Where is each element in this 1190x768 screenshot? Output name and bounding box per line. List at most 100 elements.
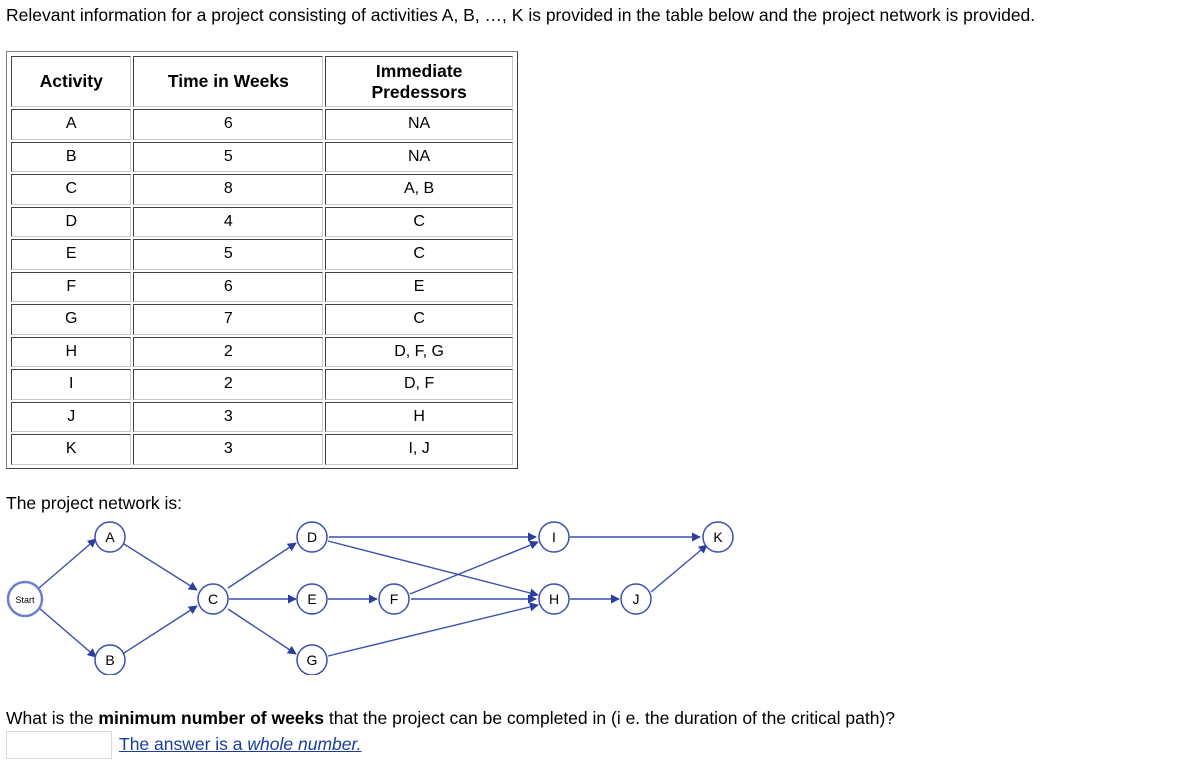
header-predecessors: Immediate Predessors xyxy=(325,56,513,107)
node-b xyxy=(94,644,126,675)
network-title: The project network is: xyxy=(6,493,183,513)
node-a-label: A xyxy=(105,529,115,545)
table-header-row: Activity Time in Weeks Immediate Predess… xyxy=(11,56,513,107)
cell-activity: J xyxy=(11,401,132,432)
node-b-label: B xyxy=(105,652,114,668)
cell-activity: B xyxy=(11,141,132,172)
question-prefix: What is the xyxy=(6,708,99,728)
cell-predecessors: C xyxy=(325,206,513,237)
cell-activity: D xyxy=(11,206,132,237)
question-suffix: that the project can be completed in (i … xyxy=(324,708,896,728)
cell-time: 4 xyxy=(133,206,324,237)
cell-predecessors: E xyxy=(325,271,513,302)
node-e-label: E xyxy=(307,591,316,607)
cell-predecessors: NA xyxy=(325,141,513,172)
edge-c-g xyxy=(227,608,297,655)
node-c-label: C xyxy=(208,591,218,607)
cell-predecessors: D, F, G xyxy=(325,336,513,367)
node-c xyxy=(197,583,229,615)
cell-predecessors: A, B xyxy=(325,174,513,205)
cell-activity: F xyxy=(11,271,132,302)
cell-activity: G xyxy=(11,304,132,335)
edge-j-k xyxy=(650,544,708,593)
question-bold: minimum number of weeks xyxy=(98,708,325,728)
edge-start-a xyxy=(38,538,97,589)
edge-b-c xyxy=(123,605,198,654)
cell-predecessors: I, J xyxy=(325,434,513,465)
question-text: What is the minimum number of weeks that… xyxy=(6,708,895,729)
node-f xyxy=(378,583,410,615)
cell-time: 7 xyxy=(133,304,324,335)
node-g xyxy=(296,644,328,675)
node-d xyxy=(296,521,328,553)
network-nodes: Start A B C D E F G I H J K xyxy=(6,521,734,675)
cell-activity: E xyxy=(11,239,132,270)
cell-time: 6 xyxy=(133,271,324,302)
answer-hint-link[interactable]: The answer is a whole number. xyxy=(119,734,362,755)
cell-predecessors: C xyxy=(325,239,513,270)
node-i xyxy=(538,521,570,553)
node-i-label: I xyxy=(552,529,556,545)
header-predecessors-line1: Immediate xyxy=(375,60,463,81)
hint-plain: The answer is a xyxy=(119,734,248,754)
node-g-label: G xyxy=(307,652,318,668)
node-j-label: J xyxy=(633,591,640,607)
cell-predecessors: NA xyxy=(325,109,513,140)
node-f-label: F xyxy=(390,591,399,607)
node-a xyxy=(94,521,126,553)
header-time: Time in Weeks xyxy=(133,56,324,107)
node-h-label: H xyxy=(549,591,559,607)
edge-c-d xyxy=(227,542,297,589)
network-edges xyxy=(38,532,708,658)
cell-time: 2 xyxy=(133,336,324,367)
node-start xyxy=(6,580,44,618)
edge-a-c xyxy=(123,543,198,591)
node-j xyxy=(620,583,652,615)
cell-time: 6 xyxy=(133,109,324,140)
header-predecessors-line2: Predessors xyxy=(371,81,467,102)
hint-italic: whole number. xyxy=(247,734,362,754)
cell-activity: A xyxy=(11,109,132,140)
edge-d-h xyxy=(327,540,539,598)
cell-predecessors: C xyxy=(325,304,513,335)
cell-time: 5 xyxy=(133,141,324,172)
cell-predecessors: D, F xyxy=(325,369,513,400)
node-k-label: K xyxy=(713,529,723,545)
edge-g-h xyxy=(327,602,539,657)
header-activity: Activity xyxy=(11,56,132,107)
cell-activity: H xyxy=(11,336,132,367)
cell-activity: K xyxy=(11,434,132,465)
edge-start-b xyxy=(38,607,97,658)
cell-activity: I xyxy=(11,369,132,400)
cell-predecessors: H xyxy=(325,401,513,432)
cell-time: 2 xyxy=(133,369,324,400)
project-network-diagram: Start A B C D E F G I H J K xyxy=(6,521,734,675)
intro-text: Relevant information for a project consi… xyxy=(6,5,1036,25)
node-d-label: D xyxy=(307,529,317,545)
activity-table-frame: Activity Time in Weeks Immediate Predess… xyxy=(6,51,518,469)
cell-time: 5 xyxy=(133,239,324,270)
cell-activity: C xyxy=(11,174,132,205)
node-start-label: Start xyxy=(15,595,35,605)
node-h xyxy=(538,583,570,615)
cell-time: 8 xyxy=(133,174,324,205)
cell-time: 3 xyxy=(133,434,324,465)
node-e xyxy=(296,583,328,615)
node-k xyxy=(702,521,734,553)
cell-time: 3 xyxy=(133,401,324,432)
answer-input[interactable] xyxy=(6,731,112,759)
edge-f-i xyxy=(409,540,539,595)
activity-table: Activity Time in Weeks Immediate Predess… xyxy=(9,54,515,467)
